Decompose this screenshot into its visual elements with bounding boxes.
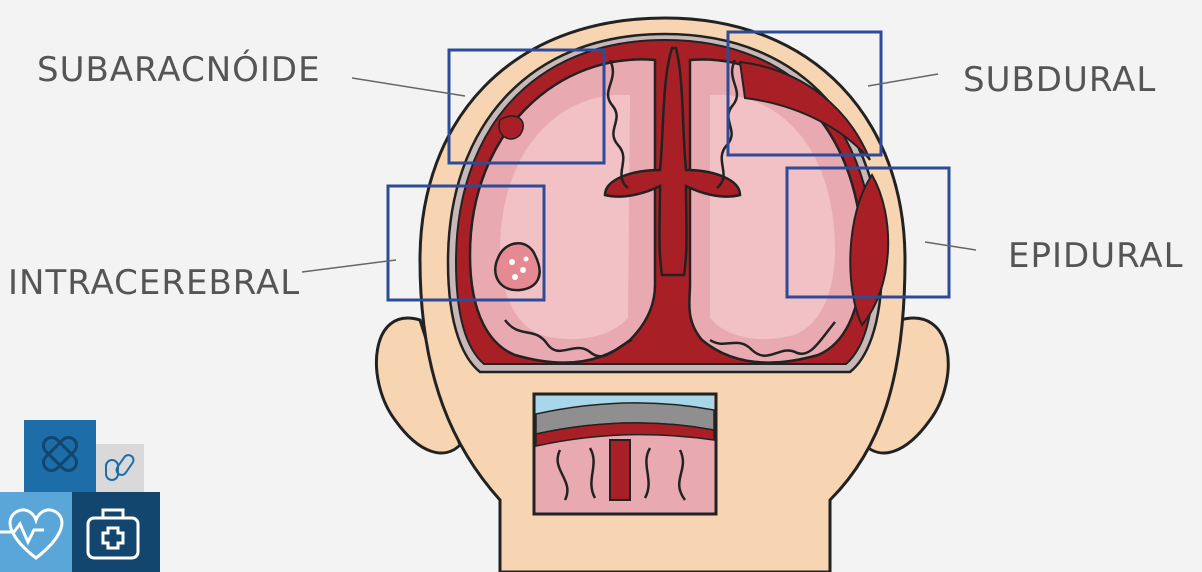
label-subdural: SUBDURAL	[963, 60, 1156, 100]
label-epidural: EPIDURAL	[1008, 236, 1184, 276]
hemorrhage-dot	[509, 259, 515, 265]
leader-intracerebral	[302, 260, 396, 272]
zoom-inset	[534, 394, 716, 514]
intracerebral-hemorrhage	[495, 243, 539, 290]
label-subarachnoid: SUBARACNÓIDE	[37, 50, 321, 90]
hemorrhage-dot	[512, 274, 518, 280]
label-intracerebral: INTRACEREBRAL	[8, 263, 300, 303]
hemorrhage-dot	[524, 257, 529, 262]
brand-logo	[0, 420, 160, 572]
subarachnoid-blood	[499, 116, 523, 139]
hemorrhage-dot	[520, 267, 526, 273]
leader-subdural	[868, 74, 938, 86]
